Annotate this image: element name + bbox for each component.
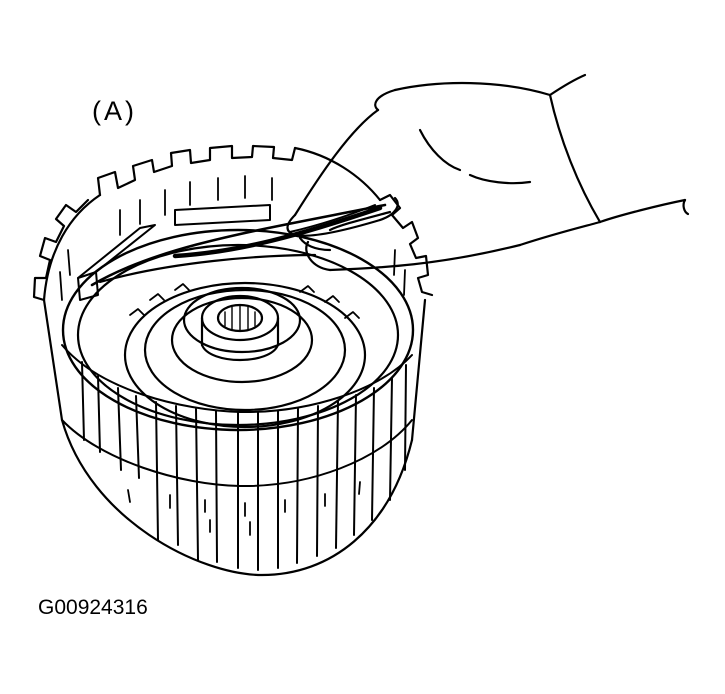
clutch-drum-illustration [32, 144, 434, 577]
snap-ring-illustration [77, 203, 387, 301]
figure-code: G00924316 [38, 596, 148, 619]
hand-illustration [286, 73, 690, 272]
hub-illustration [123, 281, 367, 429]
callout-label-a: (A) [92, 96, 137, 126]
